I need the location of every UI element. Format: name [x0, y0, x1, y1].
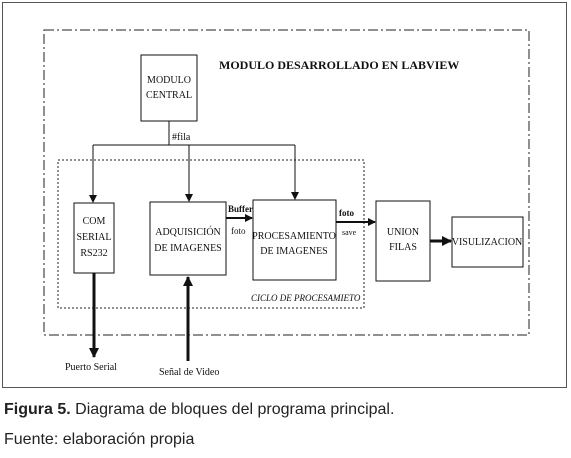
svg-text:ADQUISICIÓN: ADQUISICIÓN — [155, 226, 221, 238]
foto-in-label: foto — [231, 226, 246, 236]
fila-label: #fila — [172, 132, 191, 143]
svg-text:COM: COM — [83, 216, 106, 227]
svg-text:FILAS: FILAS — [389, 242, 417, 253]
procesamiento-block: PROCESAMIENTO DE IMAGENES — [252, 199, 337, 281]
svg-text:RS232: RS232 — [80, 248, 107, 259]
visualizacion-block: VISULIZACION — [451, 216, 524, 268]
senal-video-label: Señal de Video — [159, 367, 219, 378]
foto-out-label: foto — [339, 208, 354, 218]
buffer-label: Buffer — [228, 204, 253, 214]
fila-distribution — [89, 121, 299, 203]
com-serial-block: COM SERIAL RS232 — [73, 202, 115, 274]
svg-text:PROCESAMIENTO: PROCESAMIENTO — [252, 231, 336, 242]
svg-text:VISULIZACION: VISULIZACION — [452, 237, 523, 248]
figure-caption: Figura 5. Diagrama de bloques del progra… — [4, 401, 394, 419]
svg-text:CENTRAL: CENTRAL — [146, 90, 192, 101]
figure-number: Figura 5. — [4, 401, 71, 418]
svg-text:MODULO: MODULO — [147, 75, 191, 86]
processing-cycle-boundary — [57, 159, 365, 309]
puerto-serial-label: Puerto Serial — [65, 362, 117, 373]
labview-module-title: MODULO DESARROLLADO EN LABVIEW — [219, 58, 459, 72]
labview-module-boundary — [43, 29, 530, 336]
figure-title: Diagrama de bloques del programa princip… — [70, 401, 395, 418]
block-diagram: MODULO DESARROLLADO EN LABVIEW CICLO DE … — [43, 29, 530, 378]
save-label: save — [342, 228, 357, 237]
adquisicion-block: ADQUISICIÓN DE IMAGENES — [149, 201, 227, 276]
figure-frame: MODULO DESARROLLADO EN LABVIEW CICLO DE … — [2, 2, 567, 388]
figure-source: Fuente: elaboración propia — [4, 431, 195, 448]
svg-text:UNION: UNION — [387, 227, 419, 238]
modulo-central-block: MODULO CENTRAL — [140, 54, 198, 122]
svg-text:SERIAL: SERIAL — [77, 232, 112, 243]
svg-text:DE IMAGENES: DE IMAGENES — [260, 246, 328, 257]
processing-cycle-title: CICLO DE PROCESAMIETO — [251, 293, 361, 303]
union-filas-block: UNION FILAS — [375, 200, 431, 282]
svg-text:DE IMAGENES: DE IMAGENES — [154, 243, 222, 254]
